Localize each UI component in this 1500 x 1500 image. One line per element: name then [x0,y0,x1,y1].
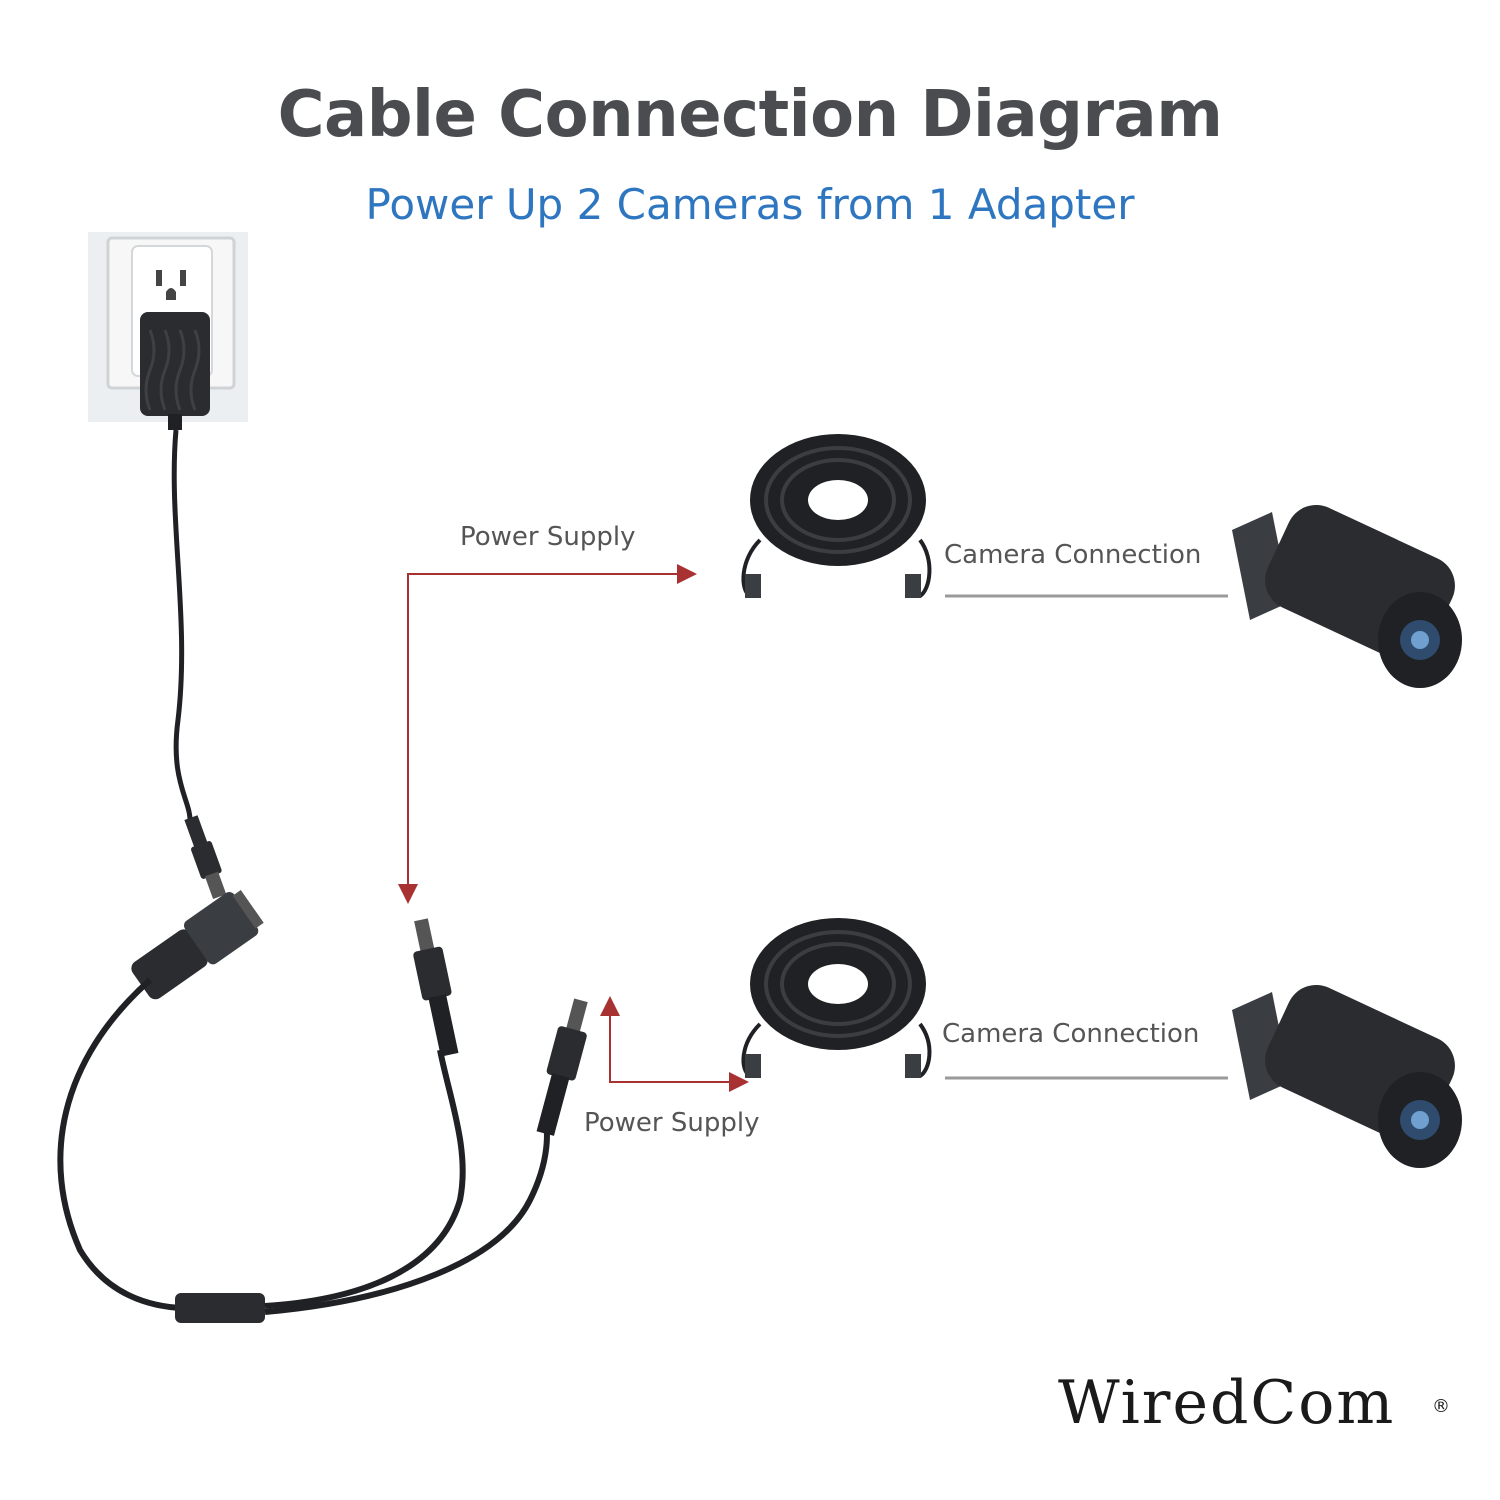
brand-logo: WiredCom [1058,1368,1396,1438]
page-subtitle: Power Up 2 Cameras from 1 Adapter [365,180,1135,229]
camera-connection-label-top: Camera Connection [944,540,1202,570]
power-arrow-bottom [609,998,749,1092]
adapter-cord [171,429,193,821]
bullet-camera-icon [1232,984,1462,1168]
bullet-camera-icon [1232,504,1462,688]
power-supply-label-top: Power Supply [460,522,636,552]
cable-coil-icon [741,434,932,598]
adapter-plug-icon [184,815,227,899]
power-arrow-top [398,573,695,904]
splitter-cable-icon [57,890,588,1323]
cable-coil-icon [741,918,932,1078]
registered-mark: ® [1432,1396,1450,1417]
camera-connection-label-bottom: Camera Connection [942,1019,1200,1049]
power-adapter-icon [140,312,210,430]
page-title: Cable Connection Diagram [277,78,1223,152]
power-supply-label-bottom: Power Supply [584,1108,760,1138]
